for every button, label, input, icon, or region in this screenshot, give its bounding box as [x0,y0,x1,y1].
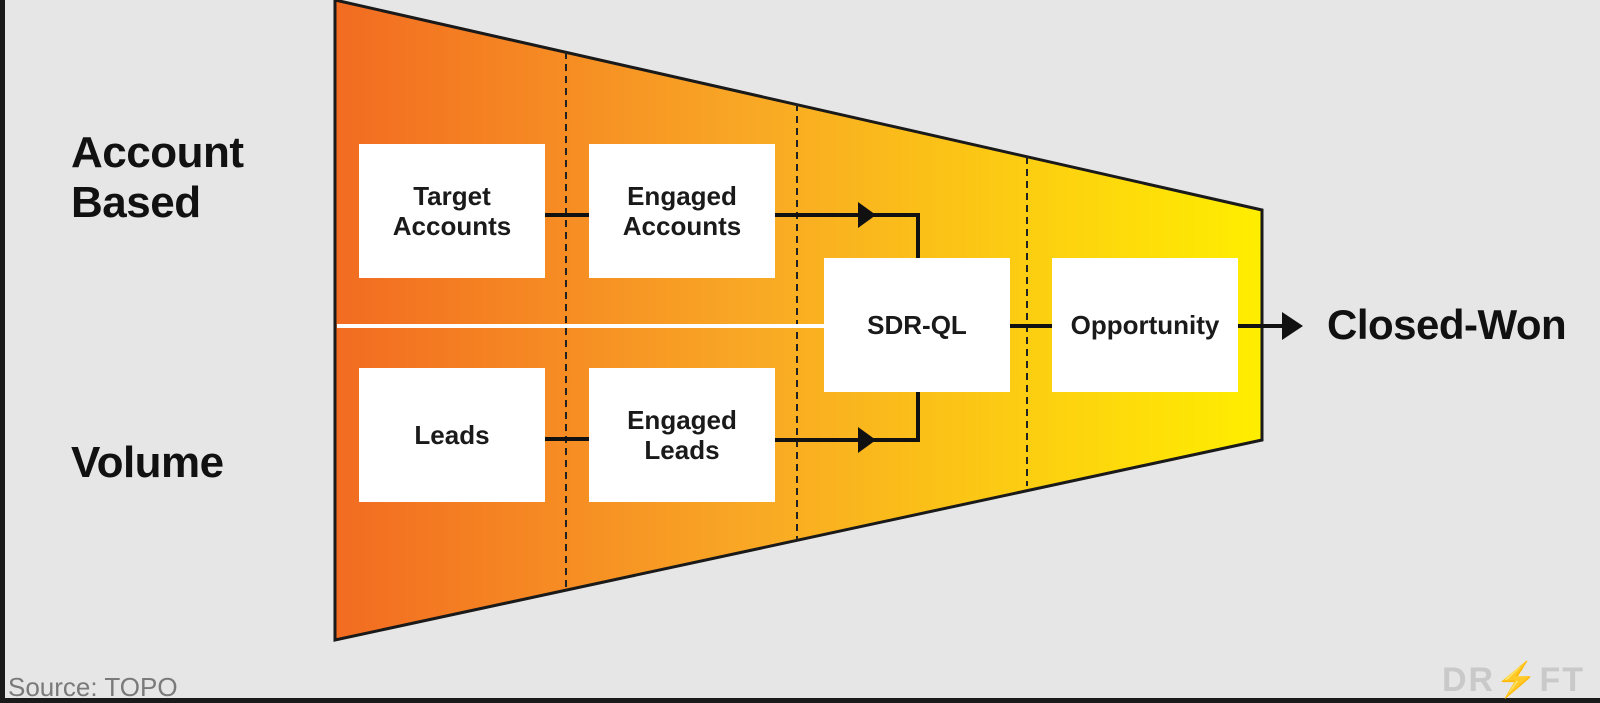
node-engaged-accounts-line1: Engaged [627,181,737,211]
node-opportunity: Opportunity [1052,258,1238,392]
node-opportunity-line1: Opportunity [1070,310,1220,340]
node-engaged-leads: Engaged Leads [589,368,775,502]
account-based-label: Account Based [71,128,244,228]
node-sdr-ql: SDR-QL [824,258,1010,392]
arrowhead-accounts [858,202,876,228]
account-based-line2: Based [71,178,201,227]
node-target-accounts-line2: Accounts [392,211,512,241]
node-sdr-ql-line1: SDR-QL [867,310,967,340]
node-target-accounts: Target Accounts [359,144,545,278]
source-caption: Source: TOPO [8,672,178,702]
volume-label: Volume [71,438,224,487]
arrowhead-closed-won [1282,312,1303,340]
node-engaged-leads-line1: Engaged [627,405,737,435]
drift-logo: DR⚡FT [1442,661,1585,699]
node-leads: Leads [359,368,545,502]
node-engaged-accounts-line2: Accounts [622,211,742,241]
node-leads-line1: Leads [414,420,490,450]
closed-won-label: Closed-Won [1327,301,1567,348]
account-based-line1: Account [71,128,244,177]
node-target-accounts-line1: Target [413,181,491,211]
connectors [545,213,1282,442]
node-engaged-accounts: Engaged Accounts [589,144,775,278]
node-engaged-leads-line2: Leads [644,435,720,465]
arrowhead-leads [858,427,876,453]
